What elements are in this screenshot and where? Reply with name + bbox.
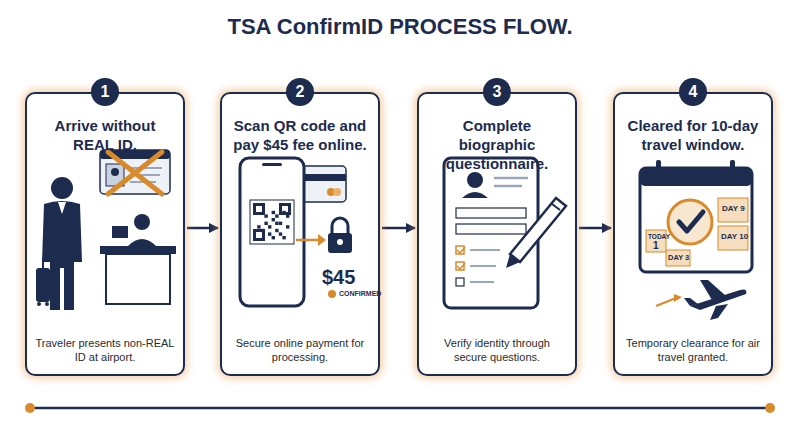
calendar xyxy=(640,160,752,272)
airplane xyxy=(656,280,746,320)
diagram-title: TSA ConfirmID PROCESS FLOW. xyxy=(0,14,800,40)
step-caption: Traveler presents non-REAL ID at airport… xyxy=(35,336,175,364)
step-caption: Temporary clearance for air travel grant… xyxy=(623,336,763,364)
step-number: 1 xyxy=(91,78,119,106)
tablet xyxy=(444,158,538,308)
illustration-label: TODAY xyxy=(648,233,670,240)
timeline xyxy=(30,407,770,410)
timeline-dot xyxy=(765,403,775,413)
phone xyxy=(240,158,304,306)
step-number-text: 4 xyxy=(689,83,698,100)
process-panel: Arrive without REAL ID. Traveler presents… xyxy=(25,92,185,376)
lock-icon xyxy=(296,218,352,253)
illustration-label: 1 xyxy=(653,240,659,251)
step-caption: Verify identity through secure questions… xyxy=(427,336,567,364)
security-desk xyxy=(100,214,176,304)
process-panel: Scan QR code and pay $45 fee online. Secu… xyxy=(220,92,380,376)
step-number: 2 xyxy=(286,78,314,106)
confirm-check xyxy=(328,290,336,298)
step-number-text: 3 xyxy=(493,83,502,100)
process-panel: Complete biographic questionnaire. Verify… xyxy=(417,92,577,376)
step-heading: Scan QR code and pay $45 fee online. xyxy=(222,116,378,154)
step-number-text: 2 xyxy=(296,83,305,100)
step-number-text: 1 xyxy=(101,83,110,100)
id-card xyxy=(100,150,170,194)
step-number: 3 xyxy=(483,78,511,106)
illustration-label: DAY 9 xyxy=(722,204,745,213)
illustration-label: CONFIRMED xyxy=(339,290,381,297)
flow-arrow xyxy=(579,227,611,230)
process-panel: Cleared for 10-day travel window. Tempora… xyxy=(613,92,773,376)
timeline-dot xyxy=(25,403,35,413)
flow-arrow xyxy=(187,227,218,230)
illustration-label: DAY 10 xyxy=(721,232,748,241)
pen xyxy=(506,198,566,268)
illustration-label: DAY 3 xyxy=(668,253,689,262)
step-heading: Arrive without REAL ID. xyxy=(27,116,183,154)
traveler-figure xyxy=(36,177,82,310)
step-number: 4 xyxy=(679,78,707,106)
step-heading: Complete biographic questionnaire. xyxy=(419,116,575,173)
step-heading: Cleared for 10-day travel window. xyxy=(615,116,771,154)
illustration-label: $45 xyxy=(322,266,355,289)
flow-arrow xyxy=(382,227,415,230)
step-caption: Secure online payment for processing. xyxy=(230,336,370,364)
